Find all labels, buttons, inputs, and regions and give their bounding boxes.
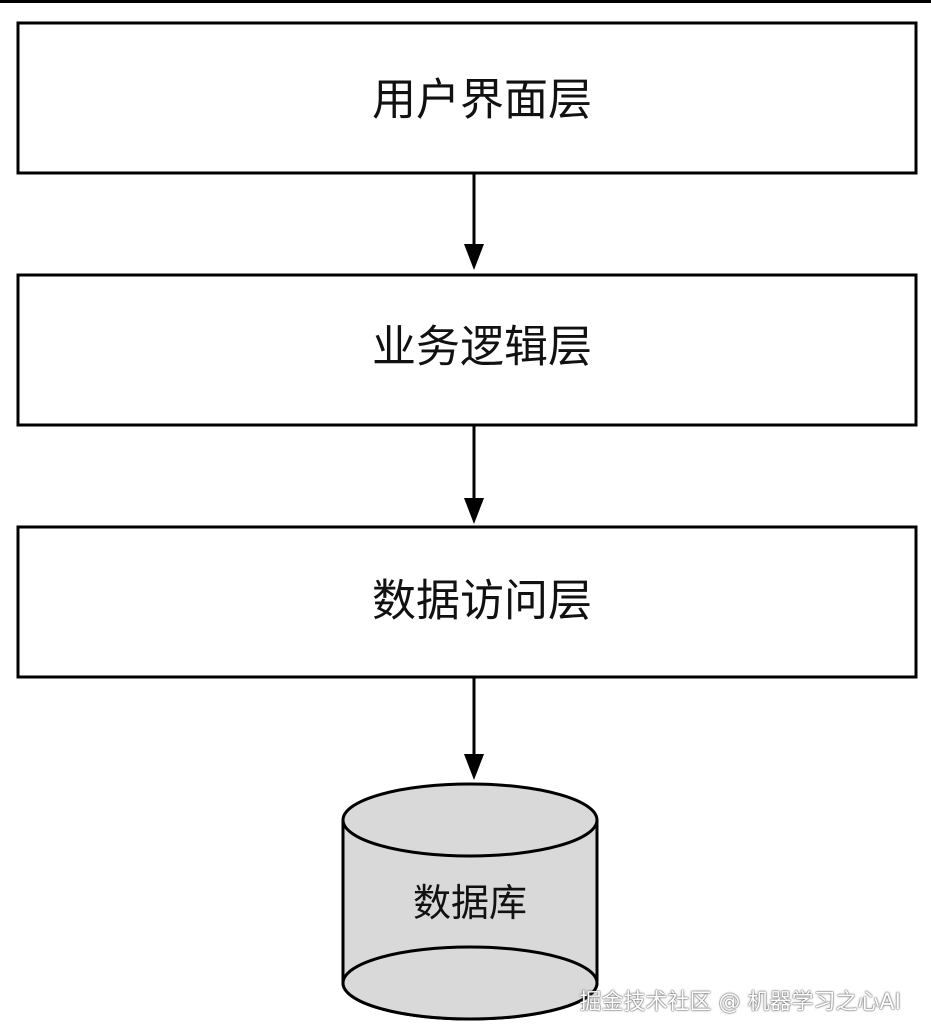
arrow-head: [464, 244, 484, 270]
layer-label: 业务逻辑层: [372, 322, 592, 373]
database-cylinder: 数据库: [341, 782, 599, 1021]
arrow-2: [464, 426, 484, 524]
layer-label: 用户界面层: [372, 75, 592, 126]
database-label: 数据库: [413, 881, 527, 925]
layer-box: [16, 525, 918, 679]
layer-user-interface: 用户界面层: [16, 21, 918, 175]
database-top: [341, 782, 599, 858]
layer-box: [16, 21, 918, 175]
arrow-3: [464, 678, 484, 780]
layer-business-logic: 业务逻辑层: [16, 273, 918, 427]
watermark: 掘金技术社区 @ 机器学习之心AI: [579, 990, 901, 1015]
layer-data-access: 数据访问层: [16, 525, 918, 679]
arrow-head: [464, 498, 484, 524]
layer-label: 数据访问层: [372, 576, 592, 627]
arrow-1: [464, 174, 484, 270]
database-bottom: [341, 945, 599, 1021]
layer-box: [16, 273, 918, 427]
arrow-head: [464, 754, 484, 780]
